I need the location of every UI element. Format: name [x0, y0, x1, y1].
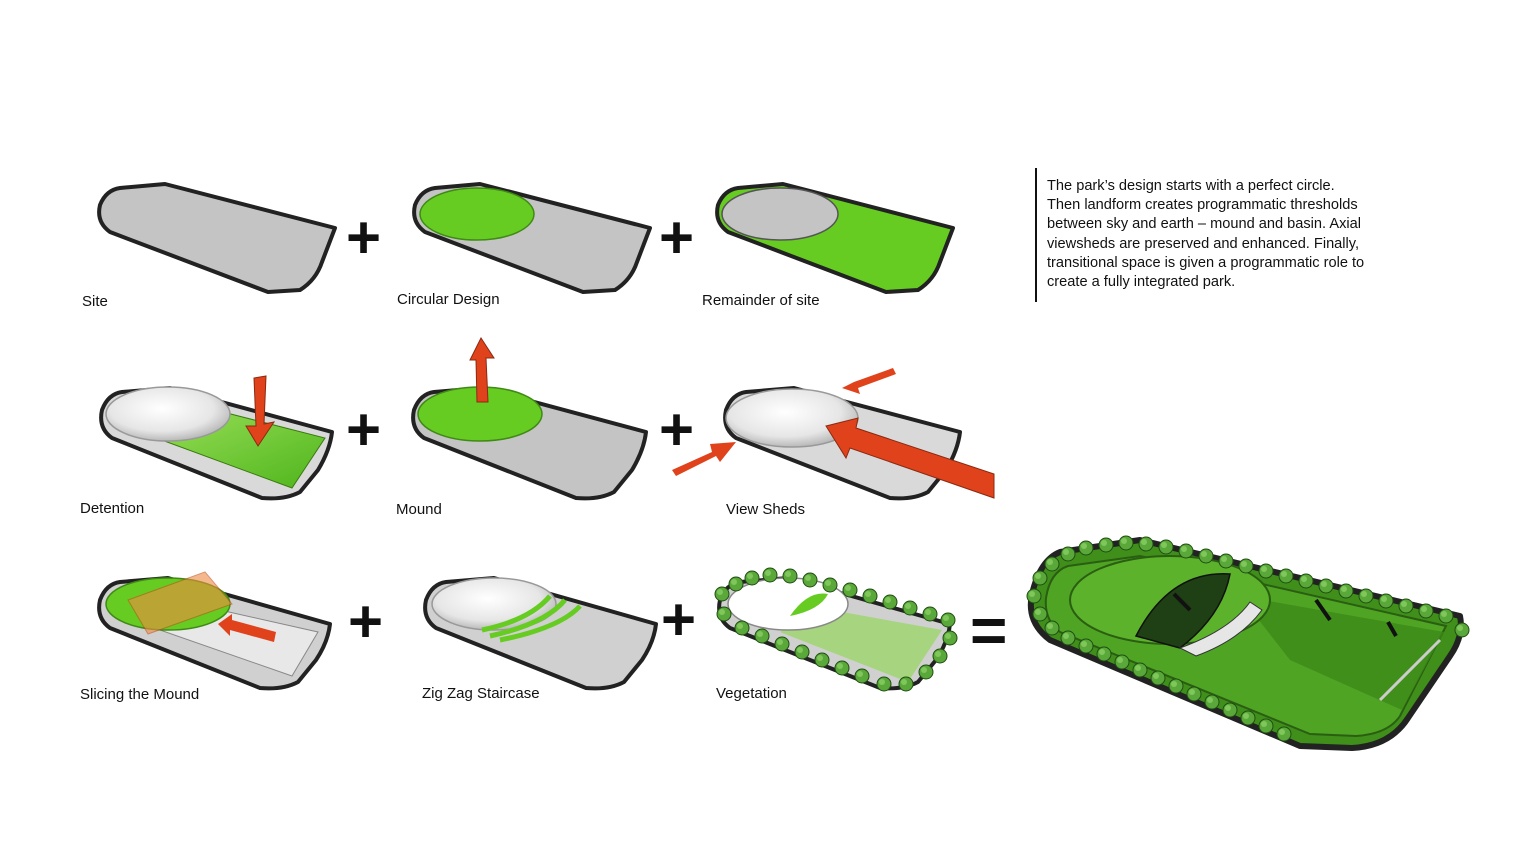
slicing-the-mound-diagram: [97, 571, 332, 691]
vegetation-diagram: [714, 567, 958, 692]
step-label-view-sheds: View Sheds: [726, 501, 805, 518]
view-sheds-diagram: [672, 368, 995, 501]
description-line: The park’s design starts with a perfect …: [1047, 178, 1335, 194]
arrow-slice-icon: [218, 614, 276, 642]
step-label-remainder-of-site: Remainder of site: [702, 292, 820, 309]
mound-diagram: [411, 336, 648, 501]
step-label-vegetation: Vegetation: [716, 685, 787, 702]
arrow-down-icon: [245, 375, 276, 447]
step-label-slicing-the-mound: Slicing the Mound: [80, 686, 200, 703]
step-label-circular-design: Circular Design: [397, 291, 500, 308]
step-label-site: Site: [82, 293, 108, 310]
description-line: viewsheds are preserved and enhanced. Fi…: [1047, 235, 1360, 252]
plus-operator: +: [346, 204, 382, 271]
integrated-park-rendering: [1026, 535, 1470, 751]
equals-operator: =: [970, 594, 1008, 666]
circular-design-diagram: [412, 182, 652, 294]
plus-operator: +: [348, 588, 384, 655]
step-label-detention: Detention: [80, 500, 145, 517]
step-label-mound: Mound: [396, 501, 442, 518]
arrow-viewshed-top-icon: [842, 368, 896, 394]
description-divider: [1035, 168, 1037, 302]
design-description: The park’s design starts with a perfect …: [1047, 177, 1407, 292]
description-line: between sky and earth – mound and basin.…: [1047, 216, 1361, 233]
plus-operator: +: [661, 586, 697, 653]
step-label-zig-zag-staircase: Zig Zag Staircase: [422, 685, 540, 702]
description-line: transitional space is given a programmat…: [1047, 254, 1365, 271]
arrow-viewshed-main-icon: [825, 417, 995, 499]
description-line: Then landform creates programmatic thres…: [1047, 197, 1358, 214]
plus-operator: +: [659, 396, 695, 463]
description-line: create a fully integrated park.: [1047, 274, 1236, 291]
plus-operator: +: [659, 204, 695, 271]
arrow-up-icon: [469, 336, 495, 403]
arrow-viewshed-left-icon: [672, 442, 736, 476]
detention-diagram: [99, 375, 334, 501]
plus-operator: +: [346, 396, 382, 463]
remainder-of-site-diagram: [715, 182, 955, 294]
site-diagram: [97, 182, 337, 294]
zig-zag-staircase-diagram: [423, 576, 658, 691]
